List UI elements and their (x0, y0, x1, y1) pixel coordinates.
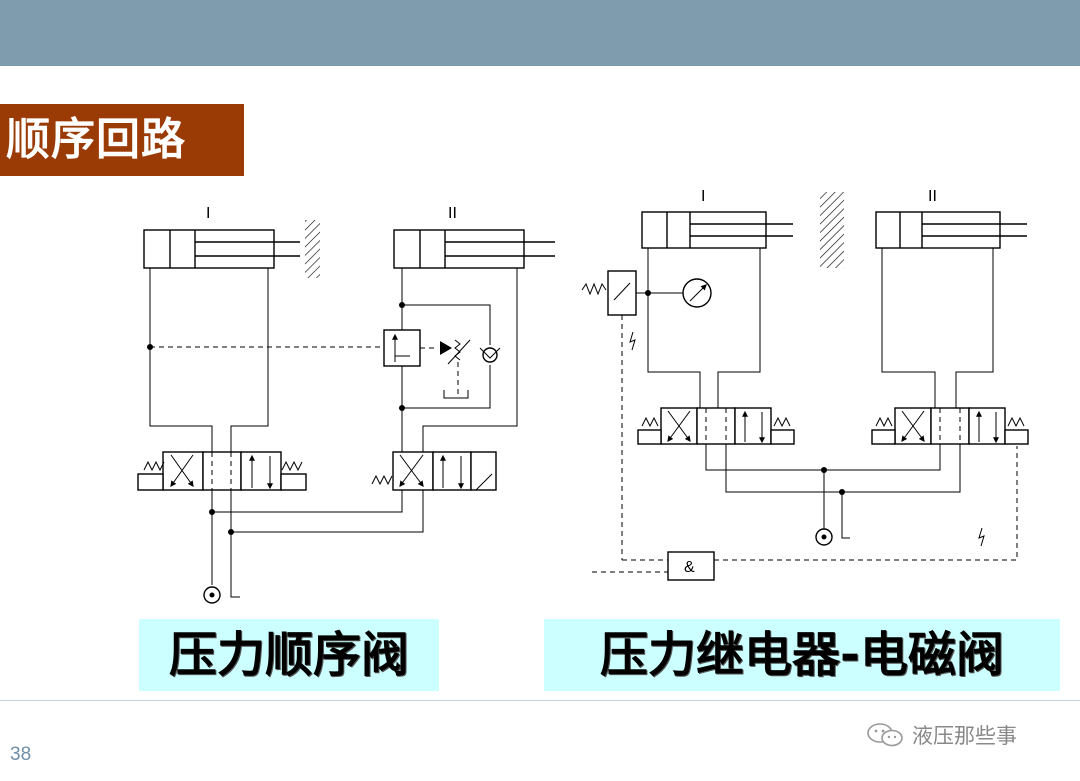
left-cylinder-2 (393, 229, 555, 269)
left-directional-valve-2 (371, 451, 497, 491)
left-cylinder-1 (143, 229, 300, 269)
left-caption: 压力顺序阀 (139, 619, 439, 691)
and-gate-label: & (684, 559, 695, 576)
left-cylinder-2-label: II (448, 205, 457, 222)
right-directional-valve-2 (871, 407, 1029, 445)
slide-title: 顺序回路 (0, 104, 244, 176)
left-circuit: I II (137, 205, 555, 604)
watermark: 液压那些事 (866, 720, 1017, 750)
pressure-sequence-valve (383, 329, 501, 399)
left-wall-stop (305, 220, 320, 278)
right-circuit: I II (581, 188, 1029, 581)
header-band (0, 0, 1080, 66)
and-gate: & (667, 551, 715, 581)
wechat-icon (867, 723, 903, 747)
page-number: 38 (10, 744, 32, 765)
pressure-gauge-icon (682, 278, 712, 308)
right-cylinder-1 (641, 211, 793, 249)
left-cylinder-1-label: I (206, 205, 210, 222)
right-directional-valve-1 (637, 407, 795, 445)
right-cylinder-2-label: II (928, 188, 937, 205)
right-cylinder-2 (875, 211, 1027, 249)
pressure-switch (581, 270, 637, 316)
left-directional-valve-1 (137, 451, 307, 491)
right-caption: 压力继电器-电磁阀 (544, 619, 1060, 691)
watermark-text: 液压那些事 (912, 724, 1017, 748)
right-wall-stop (820, 192, 844, 268)
right-cylinder-1-label: I (701, 188, 705, 205)
footer-divider (0, 700, 1080, 701)
